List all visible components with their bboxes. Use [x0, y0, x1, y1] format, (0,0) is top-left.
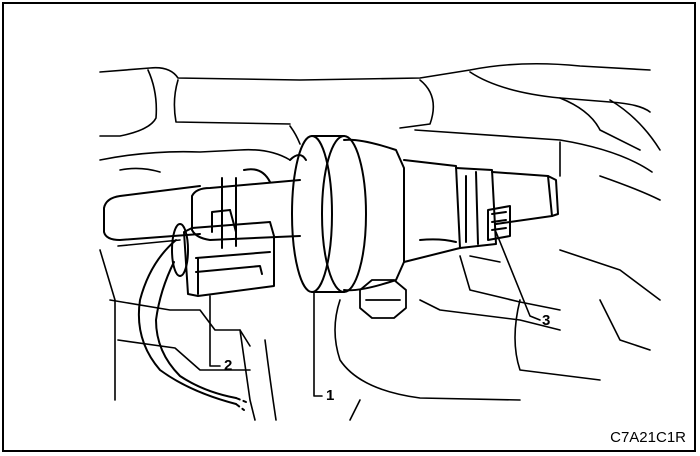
engine-background [99, 62, 661, 201]
engine-lower [99, 239, 661, 421]
inlet-pipe [103, 154, 307, 249]
solenoid-body [291, 135, 559, 293]
hex-nut [359, 279, 407, 319]
callout-2: 2 [224, 357, 233, 374]
figure-code: C7A21C1R [610, 429, 686, 446]
electrical-connector [171, 209, 275, 297]
callout-1: 1 [326, 387, 335, 404]
callout-3: 3 [542, 312, 551, 329]
wiring-harness [137, 239, 247, 411]
leader-lines [209, 231, 541, 397]
